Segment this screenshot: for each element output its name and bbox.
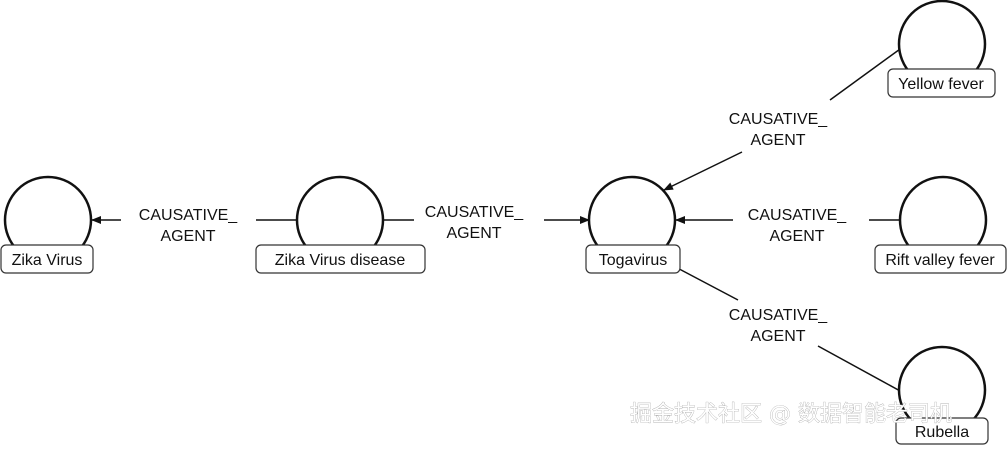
edge-label-line2: AGENT bbox=[160, 228, 215, 245]
node-label-box bbox=[585, 244, 681, 274]
edge-rubella-to-togavirus: CAUSATIVE_ AGENT bbox=[665, 261, 903, 393]
node-yellow-fever[interactable]: Yellow fever bbox=[887, 0, 996, 98]
edge-label-line1: CAUSATIVE_ bbox=[729, 111, 829, 128]
node-zika-virus-disease[interactable]: Zika Virus disease bbox=[255, 175, 426, 274]
node-rubella[interactable]: Rubella bbox=[895, 345, 989, 445]
node-label-box bbox=[895, 417, 989, 445]
edge-label-line2: AGENT bbox=[750, 132, 805, 149]
edge-label-line1: CAUSATIVE_ bbox=[748, 207, 848, 224]
node-label: Zika Virus disease bbox=[275, 252, 406, 269]
edge-label-line1: CAUSATIVE_ bbox=[425, 204, 525, 221]
edge-zika-disease-to-zika: CAUSATIVE_ AGENT bbox=[91, 207, 297, 245]
node-togavirus[interactable]: Togavirus bbox=[585, 175, 681, 274]
node-label: Rift valley fever bbox=[885, 252, 995, 269]
edge-rift-valley-to-togavirus: CAUSATIVE_ AGENT bbox=[675, 207, 901, 245]
node-label: Zika Virus bbox=[12, 252, 83, 269]
node-label: Yellow fever bbox=[898, 76, 984, 93]
node-label: Togavirus bbox=[599, 252, 667, 269]
node-label-box bbox=[0, 244, 94, 274]
edge-label-line2: AGENT bbox=[750, 328, 805, 345]
edge-label-line1: CAUSATIVE_ bbox=[729, 307, 829, 324]
edge-yellow-fever-to-togavirus: CAUSATIVE_ AGENT bbox=[663, 43, 908, 191]
node-label-box bbox=[874, 244, 1007, 274]
edge-zika-disease-to-togavirus: CAUSATIVE_ AGENT bbox=[383, 204, 590, 242]
edge-label-line2: AGENT bbox=[769, 228, 824, 245]
node-label: Rubella bbox=[915, 424, 969, 441]
node-label-box bbox=[887, 68, 996, 98]
edge-label-line1: CAUSATIVE_ bbox=[139, 207, 239, 224]
edge-label-line2: AGENT bbox=[446, 225, 501, 242]
watermark-text: 掘金技术社区 @ 数据智能老司机 bbox=[630, 402, 952, 427]
node-label-box bbox=[255, 244, 426, 274]
node-rift-valley-fever[interactable]: Rift valley fever bbox=[874, 175, 1007, 274]
node-zika-virus[interactable]: Zika Virus bbox=[0, 175, 94, 274]
